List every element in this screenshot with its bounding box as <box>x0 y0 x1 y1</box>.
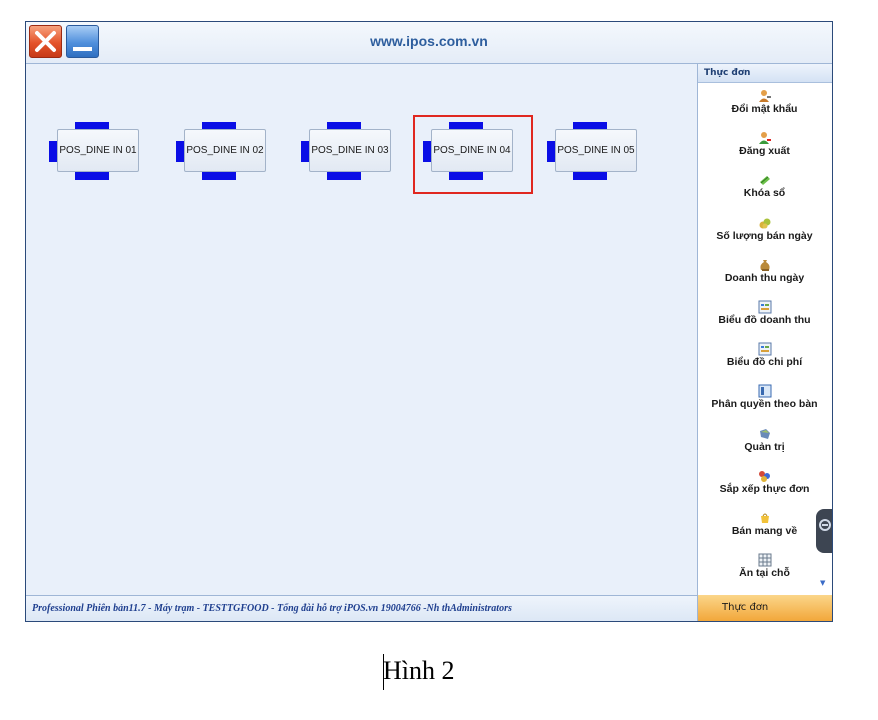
remote-support-tab[interactable] <box>816 509 832 553</box>
takeaway-icon <box>760 513 769 523</box>
chair <box>449 122 483 130</box>
pos-window: www.ipos.com.vn POS_DINE IN 01 POS_DINE … <box>25 21 833 622</box>
menu-item-label: Ăn tại chỗ <box>739 567 790 580</box>
chair <box>573 172 607 180</box>
status-bar: Professional Phiên bản11.7 - Máy trạm - … <box>26 595 697 621</box>
title-bar: www.ipos.com.vn <box>26 22 832 64</box>
chair <box>423 141 431 162</box>
chair <box>75 122 109 130</box>
menu-item-close-books[interactable]: Khóa sổ <box>698 167 831 209</box>
minimize-icon <box>73 47 92 51</box>
dine-table-04[interactable]: POS_DINE IN 04 <box>423 122 523 182</box>
menu-item-takeaway[interactable]: Bán mang về <box>698 505 831 547</box>
menu-item-label: Bán mang về <box>731 524 798 537</box>
chair <box>301 141 309 162</box>
table-floor: POS_DINE IN 01 POS_DINE IN 02 POS_DINE I… <box>26 64 697 595</box>
support-icon <box>819 519 831 531</box>
menu-list: Đổi mật khẩu Đăng xuất Khóa sổ Số lượng … <box>698 83 831 595</box>
chair <box>202 122 236 130</box>
menu-item-logout[interactable]: Đăng xuất <box>698 125 831 167</box>
chair <box>573 122 607 130</box>
chart-icon <box>758 342 771 356</box>
chair <box>547 141 555 162</box>
table-label: POS_DINE IN 05 <box>555 129 637 172</box>
chair <box>327 172 361 180</box>
menu-item-admin[interactable]: Quản trị <box>698 421 831 463</box>
table-label: POS_DINE IN 04 <box>431 129 513 172</box>
chair <box>202 172 236 180</box>
chair <box>49 141 57 162</box>
scroll-down-icon[interactable]: ▼ <box>820 579 826 587</box>
status-text: Professional Phiên bản11.7 - Máy trạm - … <box>32 603 512 614</box>
menu-item-daily-revenue[interactable]: Doanh thu ngày <box>698 252 831 294</box>
sidebar-header: Thực đơn <box>698 64 832 83</box>
menu-item-cost-chart[interactable]: Biểu đồ chi phí <box>698 336 831 378</box>
admin-icon <box>759 428 770 439</box>
coins-icon <box>759 218 770 229</box>
menu-item-dine-in[interactable]: Ăn tại chỗ <box>698 547 831 589</box>
menu-item-revenue-chart[interactable]: Biểu đồ doanh thu <box>698 294 831 336</box>
chart-icon <box>758 300 771 314</box>
close-button[interactable] <box>29 25 62 58</box>
chair <box>449 172 483 180</box>
menu-item-label: Khóa sổ <box>743 187 786 200</box>
chair <box>176 141 184 162</box>
table-label: POS_DINE IN 02 <box>184 129 266 172</box>
menu-item-label: Đăng xuất <box>739 145 790 158</box>
menu-item-label: Đổi mật khẩu <box>731 103 798 115</box>
menu-item-label: Quản trị <box>744 440 785 453</box>
dine-table-05[interactable]: POS_DINE IN 05 <box>547 122 647 182</box>
dine-table-01[interactable]: POS_DINE IN 01 <box>49 122 149 182</box>
close-x-icon <box>35 31 56 52</box>
table-label: POS_DINE IN 01 <box>57 129 139 172</box>
menu-sidebar: Thực đơn Đổi mật khẩu Đăng xuất Khóa sổ … <box>697 64 832 595</box>
logout-icon <box>758 132 771 145</box>
menu-item-daily-quantity[interactable]: Số lượng bán ngày <box>698 210 831 252</box>
text-cursor <box>383 654 384 690</box>
menu-tab-label: Thực đơn <box>722 602 769 613</box>
money-bag-icon <box>759 259 770 271</box>
site-title: www.ipos.com.vn <box>370 33 488 49</box>
menu-item-label: Doanh thu ngày <box>724 271 805 284</box>
chair <box>75 172 109 180</box>
menu-item-label: Biểu đồ doanh thu <box>718 313 811 326</box>
menu-item-label: Số lượng bán ngày <box>716 229 813 242</box>
user-key-icon <box>758 90 771 102</box>
menu-item-change-password[interactable]: Đổi mật khẩu <box>698 83 831 125</box>
sort-menu-icon <box>758 470 770 482</box>
menu-item-label: Phân quyền theo bàn <box>711 398 818 411</box>
menu-item-label: Biểu đồ chi phí <box>726 356 803 369</box>
figure-caption: Hình 2 <box>383 656 455 685</box>
dine-table-02[interactable]: POS_DINE IN 02 <box>176 122 276 182</box>
grid-icon <box>758 553 771 567</box>
minimize-button[interactable] <box>66 25 99 58</box>
menu-item-table-permission[interactable]: Phân quyền theo bàn <box>698 378 831 420</box>
menu-item-sort-menu[interactable]: Sắp xếp thực đơn <box>698 463 831 505</box>
menu-tab-button[interactable]: Thực đơn <box>697 595 832 621</box>
table-permission-icon <box>758 384 771 398</box>
lock-book-icon <box>759 176 770 186</box>
menu-item-label: Sắp xếp thực đơn <box>719 482 810 495</box>
chair <box>327 122 361 130</box>
table-label: POS_DINE IN 03 <box>309 129 391 172</box>
dine-table-03[interactable]: POS_DINE IN 03 <box>301 122 401 182</box>
